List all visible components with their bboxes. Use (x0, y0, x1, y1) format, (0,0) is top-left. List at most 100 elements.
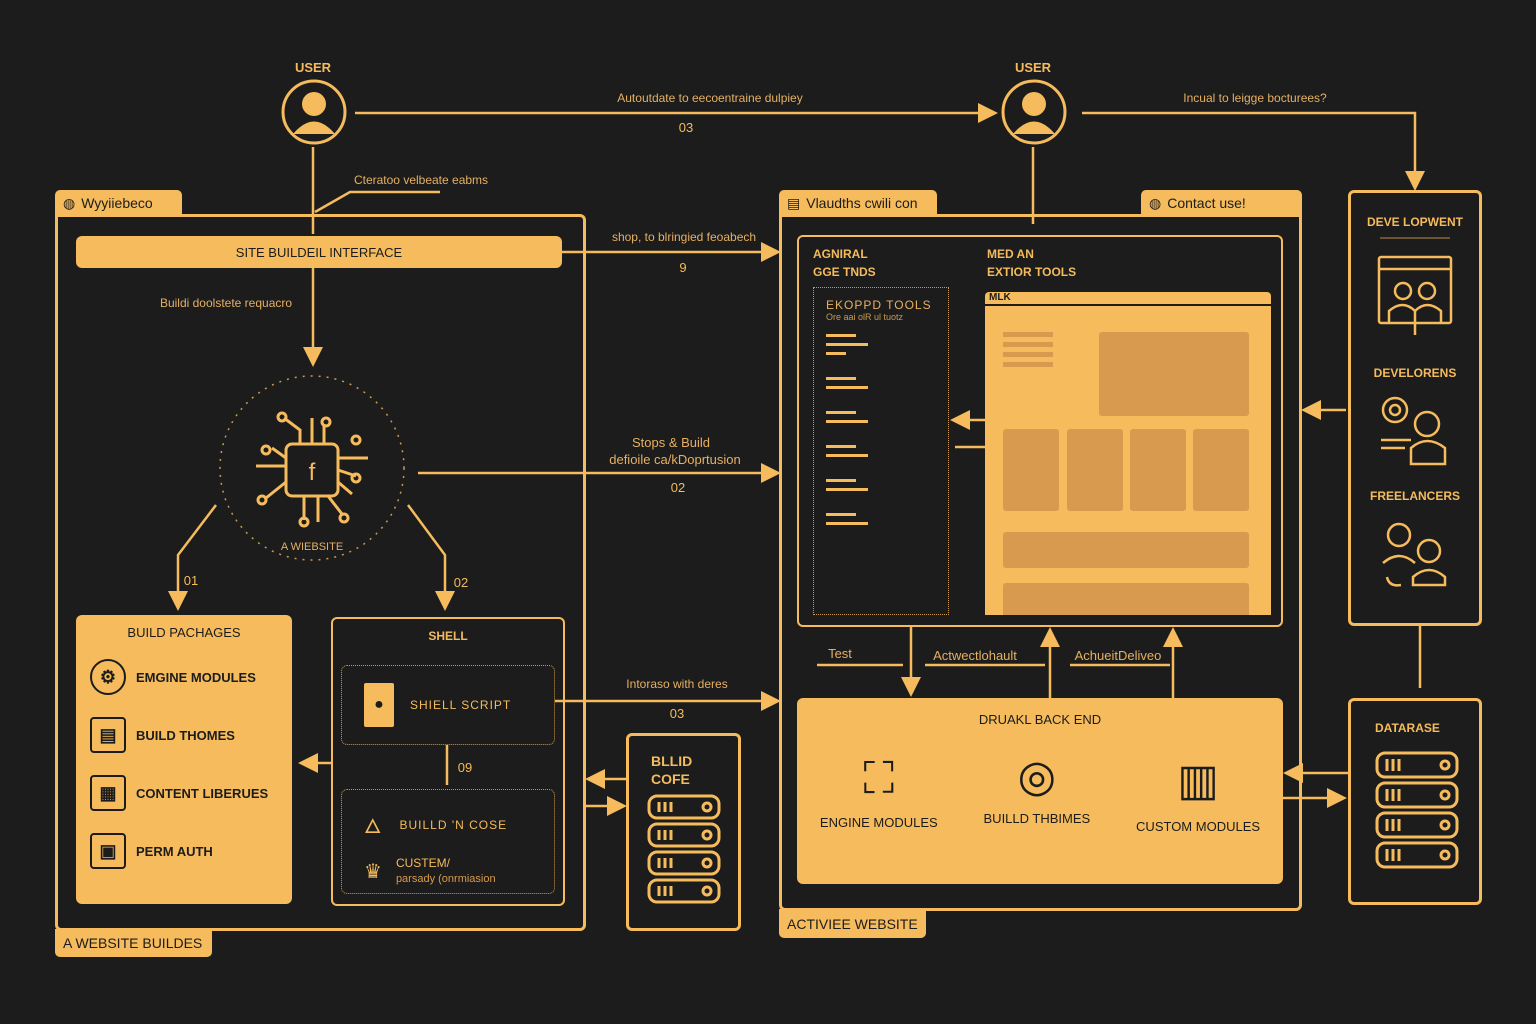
globe-icon: ◍ (1149, 194, 1162, 211)
team-window-icon (1377, 255, 1453, 335)
content-block (1003, 532, 1249, 568)
edge-label: Intoraso with deres (626, 677, 728, 691)
footer-block (1003, 583, 1249, 615)
user-label: USER (294, 60, 332, 75)
website-builder-panel (55, 214, 586, 931)
tool-list[interactable] (826, 334, 868, 525)
item-label: BUILLD THBIMES (983, 811, 1091, 826)
package-item-engine[interactable]: ⚙ EMGINE MODULES (90, 648, 278, 706)
package-item-libraries[interactable]: ▦ CONTENT LIBERUES (90, 764, 278, 822)
custom-module-icon: ▥ (1177, 756, 1219, 805)
edge-label: Stops & Build (631, 435, 711, 450)
export-tools-label: EKOPPD TOOLS (826, 298, 932, 312)
heading-line: EXTIOR TOOLS (987, 265, 1077, 279)
edge-label: Cteratoo velbeate eabms (353, 173, 489, 187)
item-label: ENGINE MODULES (819, 815, 938, 830)
packages-title: BUILD PACHAGES (127, 625, 241, 640)
database-title: DATARASE (1375, 721, 1440, 735)
script-file-icon: ● (364, 683, 394, 727)
edge-label: Test (828, 646, 852, 661)
edge-label: AchueitDeliveo (1074, 648, 1162, 663)
heading-line: MED AN (987, 247, 1034, 261)
edge-number: 03 (678, 120, 694, 135)
edge-label: shop, to blringied feoabech (611, 230, 757, 244)
preview-title: MLK (985, 292, 1271, 306)
contact-tab[interactable]: ◍Contact use! (1141, 190, 1302, 216)
engine-icon: ⚙ (90, 659, 126, 695)
builder-footer-label: A WEBSITE BUILDES (63, 935, 203, 951)
hero-block (1099, 332, 1249, 416)
item-label: CONTENT LIBERUES (136, 785, 269, 801)
backend-item-themes[interactable]: ◎ BUILLD THBIMES (984, 743, 1091, 834)
freelancers-label: FREELANCERS (1369, 489, 1460, 503)
editor-tools-heading: MED AN EXTIOR TOOLS (987, 245, 1076, 281)
user-avatar-icon (281, 79, 347, 145)
custom-permission-item[interactable]: ♛ CUSTEM/parsady (onrmiasion (364, 855, 554, 887)
development-panel: DEVE LOPWENT DEVELORENS FREELANCERS (1348, 190, 1482, 626)
custom-sub-label: parsady (onrmiasion (395, 873, 496, 885)
theme-icon: ▤ (90, 717, 126, 753)
fire-icon: 🜂 (364, 816, 382, 838)
hub-label: A WIEBSITE (280, 541, 344, 553)
item-label: EMGINE MODULES (136, 669, 256, 685)
core-title-2: COFE (651, 771, 690, 787)
database-server-icon (1375, 751, 1459, 869)
package-item-themes[interactable]: ▤BUILD THOMES (90, 706, 278, 764)
backend-item-custom[interactable]: ▥CUSTOM MODULES (1136, 743, 1260, 834)
site-builder-interface-button[interactable]: SITE BUILDEIL INTERFACE (76, 236, 562, 268)
auth-icon: ▣ (90, 833, 126, 869)
package-item-auth[interactable]: ▣ PERM AUTH (90, 822, 278, 880)
builder-tab-label: Wyyiiebeco (81, 195, 153, 211)
export-tools-sub: Ore aai olR ul tuotz (826, 312, 904, 322)
drupal-backend-panel: DRUAKL BACK END ⛶ENGINE MODULES ◎BUILLD … (797, 698, 1283, 884)
site-tab[interactable]: ▤Vlaudths cwili con (779, 190, 937, 216)
circuit-chip-icon: f (256, 411, 368, 528)
shell-script-label: SHIELL SCRIPT (410, 698, 512, 712)
heading-line: AGNIRAL (813, 247, 868, 261)
database-panel: DATARASE (1348, 698, 1482, 905)
build-core-panel: BLLID COFE (626, 733, 741, 931)
edge-label: defioile ca/kDoprtusion (609, 452, 741, 467)
edge-number: 09 (457, 760, 473, 775)
item-label: PERM AUTH (136, 843, 213, 859)
server-stack-icon (647, 794, 721, 904)
library-icon: ▦ (90, 775, 126, 811)
user-node-left: USER (281, 60, 347, 150)
edge-label: Incual to leigge bocturees? (1183, 91, 1327, 105)
backend-item-engine[interactable]: ⛶ ENGINE MODULES (820, 743, 938, 834)
site-tab-label: Vlaudths cwili con (806, 195, 918, 211)
build-packages-panel: BUILD PACHAGES ⚙ EMGINE MODULES ▤BUILD TH… (76, 615, 292, 904)
developers-label: DEVELORENS (1373, 366, 1457, 380)
edge-number: 03 (669, 706, 685, 721)
website-hub: f A WIEBSITE (252, 410, 372, 553)
custom-label: CUSTEM/ (395, 856, 450, 870)
edge-label: Actwectlohault (933, 648, 1017, 663)
svg-text:f: f (309, 459, 316, 486)
shell-build-group: 🜂BUILLD 'N COSE ♛ CUSTEM/parsady (onrmias… (341, 789, 555, 894)
module-network-icon: ⛶ (863, 754, 895, 803)
shell-script-item[interactable]: ● SHIELL SCRIPT (341, 665, 555, 745)
crown-icon: ♛ (364, 860, 382, 883)
builder-tab[interactable]: ◍Wyyiiebeco (55, 190, 182, 216)
theme-cycle-icon: ◎ (1017, 752, 1057, 801)
freelancers-icon (1382, 522, 1447, 587)
edge-number: 02 (453, 575, 469, 590)
active-website-footer: ACTIVIEE WEBSITE (779, 909, 926, 938)
build-code-item[interactable]: 🜂BUILLD 'N COSE (364, 804, 554, 845)
core-title: BLLID (651, 753, 693, 769)
builder-footer-tab: A WEBSITE BUILDES (55, 929, 212, 957)
user-node-right: USER (1001, 60, 1067, 150)
page-preview[interactable]: MLK (985, 292, 1271, 615)
export-tools-column: EKOPPD TOOLS Ore aai olR ul tuotz (813, 287, 949, 615)
shell-title: SHELL (428, 629, 468, 643)
edge-number: 02 (670, 480, 686, 495)
shell-panel: SHELL ● SHIELL SCRIPT 🜂BUILLD 'N COSE ♛ C… (331, 617, 565, 906)
active-website-label: ACTIVIEE WEBSITE (787, 915, 918, 932)
development-title: DEVE LOPWENT (1366, 215, 1463, 229)
interface-label: SITE BUILDEIL INTERFACE (235, 244, 403, 260)
active-website-panel (779, 214, 1302, 911)
edge-number: 9 (679, 260, 687, 275)
edge-label: Buildi doolstete requacro (159, 296, 293, 310)
